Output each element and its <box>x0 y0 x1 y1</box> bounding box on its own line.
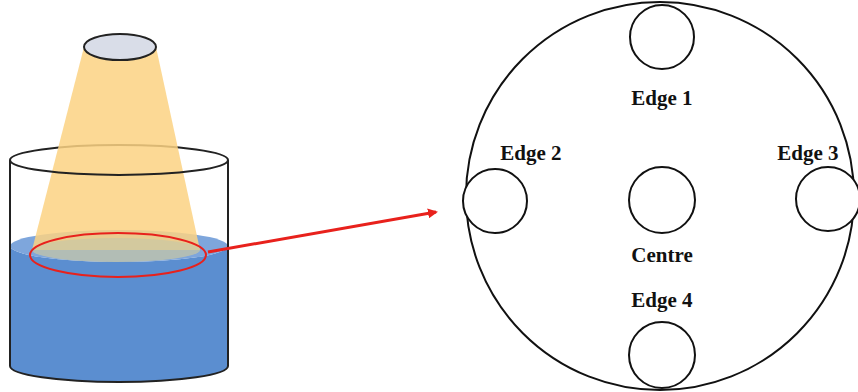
sample-spot: Edge 4 <box>628 321 696 389</box>
spot-outline <box>462 168 528 234</box>
spot-outline <box>795 166 858 232</box>
lamp <box>84 34 156 60</box>
measured-area <box>30 233 206 277</box>
spot-outline <box>629 4 695 70</box>
light-cone <box>32 47 200 250</box>
spot-label: Edge 1 <box>631 87 692 110</box>
spot-outline <box>628 166 696 234</box>
beaker-wall <box>10 160 228 382</box>
sample-spot: Edge 1 <box>629 4 695 70</box>
spot-circle <box>629 167 695 233</box>
sample-spot: Edge 3 <box>795 166 858 232</box>
spot-circle <box>796 167 858 231</box>
lit-spot <box>32 238 200 262</box>
spot-circle <box>629 322 695 388</box>
sample-spot: Centre <box>628 166 696 234</box>
beaker-rim-front <box>10 160 228 175</box>
spot-circle <box>463 169 527 233</box>
spot-outline <box>628 321 696 389</box>
zoom-arrow <box>208 212 436 252</box>
spot-label: Edge 4 <box>631 289 692 312</box>
spot-label: Edge 3 <box>777 142 838 165</box>
sample-spot: Edge 2 <box>462 168 528 234</box>
spot-circle <box>630 5 694 69</box>
spot-label: Centre <box>631 244 692 267</box>
spot-label: Edge 2 <box>500 142 561 165</box>
